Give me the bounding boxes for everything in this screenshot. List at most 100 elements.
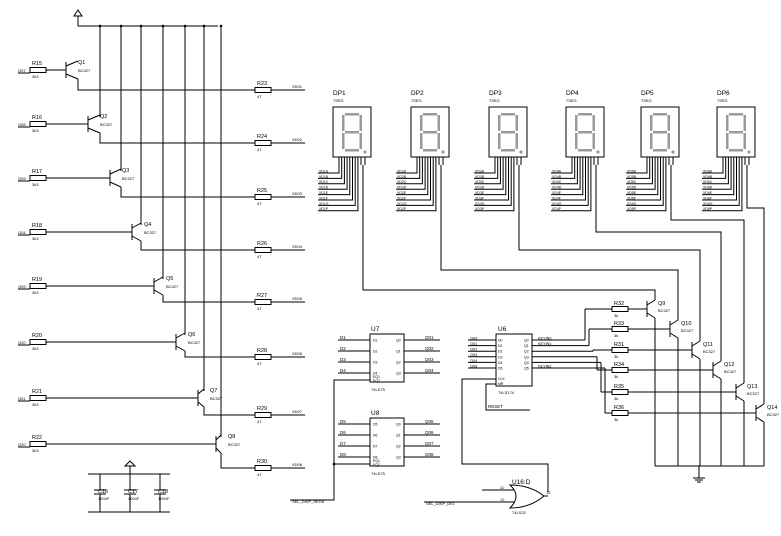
- segment-net-label: XD2B: [397, 175, 407, 179]
- resistor-value: 47: [257, 94, 262, 99]
- ic-output-label: Q03: [425, 357, 434, 362]
- vcc-symbol: [73, 9, 83, 17]
- segment-net-label: XD4B: [552, 175, 562, 179]
- resistor-value: 3k: [614, 333, 618, 338]
- display-segment: [592, 133, 595, 149]
- emitter-leg: [646, 299, 656, 306]
- resistor-ref: R22: [32, 435, 42, 441]
- display-dp: [747, 150, 751, 154]
- transistor-value: BC327: [747, 391, 760, 396]
- ic-pin-label: D3: [373, 361, 378, 365]
- transistor-ref: Q8: [228, 434, 235, 440]
- resistor-value: 3k: [614, 396, 618, 401]
- display-dp: [363, 150, 367, 154]
- latch-u8: [369, 417, 405, 467]
- ic-pin-label: Q2: [524, 350, 529, 354]
- segment-net-wire: [702, 165, 732, 190]
- ic-pin-label: EQ1: [373, 459, 380, 463]
- display-value: 7SEG: [717, 98, 728, 103]
- output-resistor: [254, 247, 272, 253]
- ic-ref: U8: [371, 410, 380, 417]
- transistor-ref: Q9: [658, 301, 665, 307]
- display-value: 7SEG: [489, 98, 500, 103]
- seven-seg-display: [716, 106, 756, 158]
- or-gate-u16: [508, 484, 545, 509]
- resistor-ref: R30: [257, 459, 267, 465]
- resistor-value: 3k3: [32, 128, 39, 133]
- segment-net-wire: [702, 165, 740, 206]
- ic-pin-label: Q2: [396, 361, 401, 365]
- register-u6: [495, 333, 533, 387]
- ic-input-label: D8: [340, 452, 346, 457]
- display-segment: [342, 115, 345, 131]
- segment-net-label: XD4D: [552, 186, 562, 190]
- segment-net-label: XD4G: [552, 202, 562, 206]
- resistor-ref: R29: [257, 406, 267, 412]
- ic-pin-label: D7: [373, 445, 378, 449]
- display-segment: [501, 149, 515, 152]
- resistor-ref: R31: [614, 342, 624, 348]
- resistor-ref: R32: [614, 301, 624, 307]
- ic-input-label: D7: [340, 441, 346, 446]
- ic-pin-label: Q4: [524, 361, 529, 365]
- display-common-wire: [670, 165, 745, 383]
- junction-dot: [139, 24, 143, 28]
- collector-leg: [646, 312, 656, 319]
- emitter-leg: [65, 60, 79, 67]
- ic-pin-label: CLK: [498, 377, 505, 381]
- reset-wire: [485, 383, 530, 411]
- ic-pin-label: MR: [498, 382, 504, 386]
- segment-net-wire: [626, 165, 664, 206]
- gate-pin-label: 12: [500, 497, 505, 502]
- collector-leg: [65, 73, 79, 80]
- display-segment: [498, 133, 501, 149]
- input-net-label: Q08: [18, 122, 26, 127]
- segment-net-wire: [702, 165, 724, 174]
- segment-net-label: XD5F: [627, 196, 636, 200]
- display-segment: [423, 149, 437, 152]
- segment-net-label: XD1D: [319, 186, 329, 190]
- display-segment: [498, 115, 501, 131]
- input-net-label: Q09: [18, 284, 26, 289]
- resistor-ref: R15: [32, 61, 42, 67]
- digit-resistor: [611, 410, 629, 416]
- gate-pin-label: 11: [500, 485, 505, 490]
- display-value: 7SEG: [333, 98, 344, 103]
- resistor-ref: R34: [614, 362, 624, 368]
- display-ref: DP3: [489, 90, 502, 97]
- segment-net-label: XD6D: [703, 186, 713, 190]
- resistor-value: 47: [257, 201, 262, 206]
- display-segment: [359, 133, 362, 149]
- resistor-ref: R33: [614, 321, 624, 327]
- cap-value: 100nF: [98, 496, 110, 501]
- seven-seg-display: [640, 106, 680, 158]
- segment-net-wire: [318, 165, 340, 174]
- transistor-value: BC327: [767, 412, 780, 417]
- collector-leg: [669, 332, 679, 339]
- display-ref: DP5: [641, 90, 654, 97]
- segment-net-wire: [474, 165, 499, 179]
- ic-output-label: KEYIN2: [538, 364, 552, 368]
- ic-pin-label: EQ2: [373, 379, 380, 383]
- ic-pin-label: D8: [373, 456, 378, 460]
- segment-net-label: XD2D: [397, 186, 407, 190]
- display-segment: [501, 113, 515, 116]
- ic-input-label: D2: [340, 346, 346, 351]
- segment-net-wire: [551, 165, 581, 190]
- segment-net-label: XD5D: [627, 186, 637, 190]
- segment-net-wire: [474, 165, 515, 212]
- transistor-value: BC327: [210, 396, 223, 401]
- segment-net-label: XD2G: [397, 202, 407, 206]
- base-resistor: [29, 229, 47, 235]
- resistor-ref: R23: [257, 81, 267, 87]
- segment-net-wire: [626, 165, 651, 179]
- ic-pin-label: D1: [373, 339, 378, 343]
- cap-value: 100nF: [158, 496, 170, 501]
- display-segment: [667, 133, 670, 149]
- segment-net-label: XD2E: [397, 191, 407, 195]
- segment-net-label: XD5G: [627, 202, 637, 206]
- seven-seg-display: [332, 106, 372, 158]
- display-segment: [359, 115, 362, 131]
- ic-input-label: D1: [340, 335, 346, 340]
- segment-net-label: XD1B: [319, 175, 329, 179]
